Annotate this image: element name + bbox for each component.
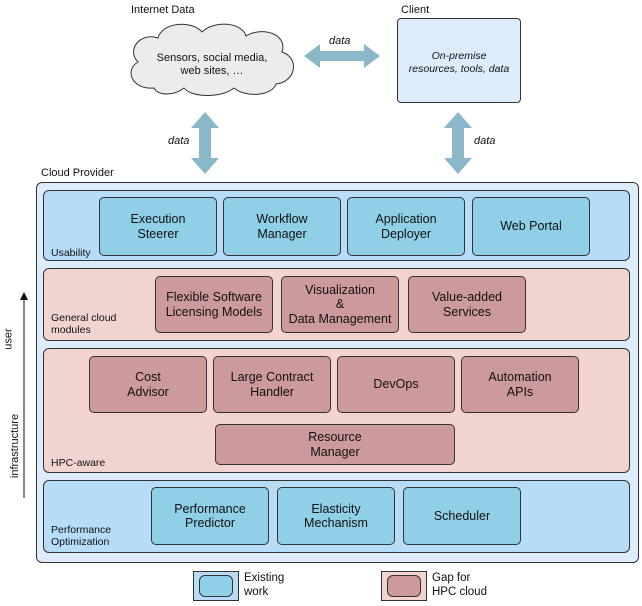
web-portal-line1: Web Portal <box>500 219 562 234</box>
performance-predictor-line2: Predictor <box>184 516 236 530</box>
perf-label-line1: Performance <box>51 524 112 536</box>
internet-cloud-text: Sensors, social media, web sites, … <box>122 52 302 78</box>
internet-cloud-line1: Sensors, social media, <box>156 52 268 64</box>
side-axis-user: user <box>2 325 26 355</box>
client-line2: resources, tools, data <box>408 62 510 75</box>
elasticity-mechanism-line2: Mechanism <box>304 516 368 530</box>
flexible-software-line1: Flexible Software <box>166 290 262 305</box>
value-added-line2: Services <box>443 304 491 319</box>
automation-apis-line1: Automation <box>488 370 552 385</box>
general-label-line1: General cloud <box>51 312 117 324</box>
general-cloud-modules-label: General cloud modules <box>51 312 116 336</box>
perf-label-line2: Optimization <box>51 536 110 549</box>
legend-existing-line1: Existing <box>244 572 285 584</box>
visualization-line1: Visualization <box>305 282 375 297</box>
scheduler-box: Scheduler <box>403 487 521 545</box>
client-text: On-premise resources, tools, data <box>397 50 521 75</box>
resource-manager-line1: Resource <box>308 430 362 445</box>
large-contract-line1: Large Contract <box>230 370 314 385</box>
value-added-line1: Value-added <box>432 290 502 305</box>
devops-line1: DevOps <box>373 377 419 392</box>
legend-gap-line2: HPC cloud <box>432 585 487 598</box>
web-portal-box: Web Portal <box>472 197 590 256</box>
side-axis-user-text: user <box>2 328 15 350</box>
usability-label: Usability <box>51 247 91 259</box>
legend-existing-text: Existing work <box>244 572 284 600</box>
scheduler-line1: Scheduler <box>433 508 491 523</box>
execution-steerer-line1: Execution <box>130 212 186 227</box>
large-contract-line2: Handler <box>250 384 294 399</box>
cost-advisor-line1: Cost <box>135 370 161 385</box>
horizontal-double-arrow <box>304 44 380 68</box>
side-axis-infrastructure-text: infrastructure <box>9 413 21 479</box>
performance-optimization-label: Performance Optimization <box>51 524 111 548</box>
internet-data-heading: Internet Data <box>131 4 195 16</box>
left-vertical-arrow-label: data <box>168 135 190 147</box>
legend-existing-line2: work <box>244 585 269 598</box>
legend-gap-swatch <box>387 575 421 597</box>
legend-gap-text: Gap for HPC cloud <box>432 572 487 600</box>
legend-existing-swatch <box>199 575 233 597</box>
visualization-data-management-box: Visualization&Data Management <box>281 276 399 333</box>
user-infrastructure-axis <box>20 292 28 498</box>
internet-cloud-line2: web sites, … <box>180 65 244 78</box>
performance-predictor-line1: Performance <box>174 501 246 516</box>
right-vertical-double-arrow <box>444 112 472 174</box>
flexible-software-line2: Licensing Models <box>165 304 263 319</box>
execution-steerer-line2: Steerer <box>137 226 179 241</box>
client-box <box>397 18 521 103</box>
application-deployer-line2: Deployer <box>380 226 432 241</box>
devops-box: DevOps <box>337 356 455 413</box>
application-deployer-line1: Application <box>375 212 437 227</box>
elasticity-mechanism-line1: Elasticity <box>311 501 361 516</box>
horizontal-arrow-label: data <box>329 35 351 47</box>
resource-manager-line2: Manager <box>310 444 360 459</box>
general-label-line2: modules <box>51 324 91 337</box>
cost-advisor-line2: Advisor <box>127 384 169 399</box>
visualization-line2: & <box>335 297 345 312</box>
left-vertical-double-arrow <box>191 112 219 174</box>
client-heading: Client <box>401 4 430 16</box>
workflow-manager-line1: Workflow <box>256 212 308 227</box>
hpc-aware-label: HPC-aware <box>51 457 106 469</box>
internet-cloud-shape <box>130 23 294 96</box>
visualization-line3: Data Management <box>288 311 392 326</box>
cloud-provider-heading: Cloud Provider <box>41 167 114 179</box>
legend-gap-line1: Gap for <box>432 572 471 584</box>
right-vertical-arrow-label: data <box>474 135 496 147</box>
automation-apis-line2: APIs <box>506 384 534 399</box>
workflow-manager-line2: Manager <box>257 226 307 241</box>
client-line1: On-premise <box>431 50 487 62</box>
